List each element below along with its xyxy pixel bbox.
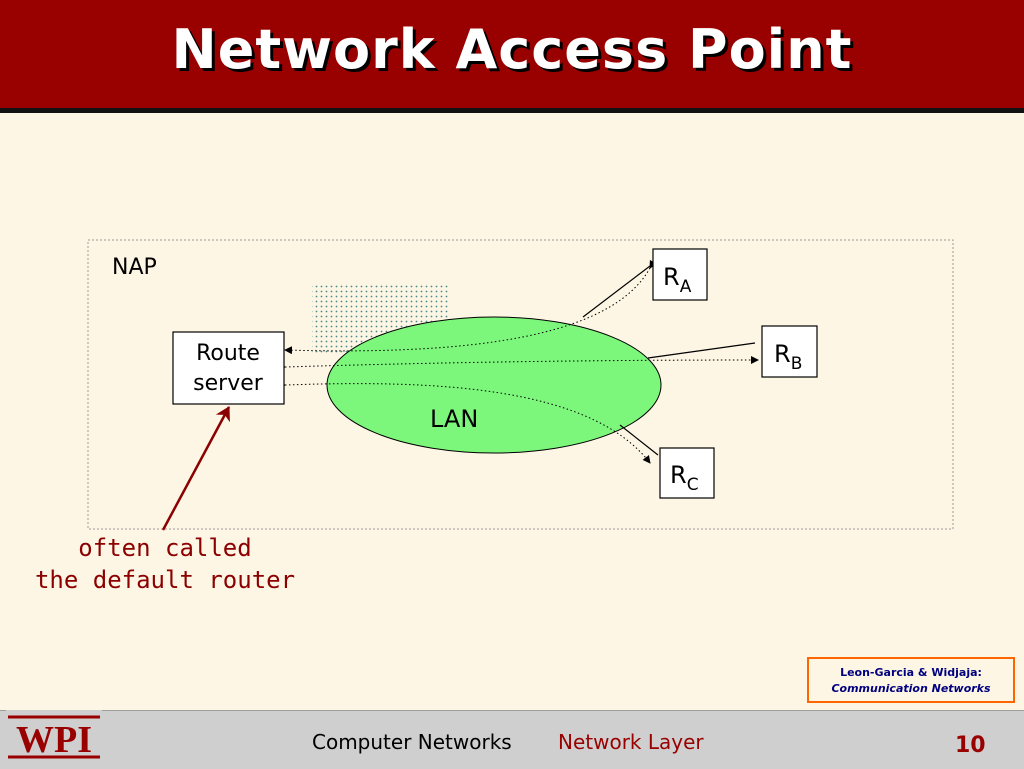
- router-a-label: RA: [663, 263, 692, 297]
- footer-bar: [0, 710, 1024, 769]
- footer-topic: Network Layer: [558, 730, 704, 754]
- nap-boundary: [87, 239, 954, 530]
- route-server-box: [172, 331, 285, 405]
- citation-book: Communication Networks: [831, 682, 991, 695]
- footer-course: Computer Networks: [312, 730, 512, 754]
- router-b-box: [761, 325, 818, 378]
- link-lan-rb: [647, 342, 756, 359]
- route-server-label-line2: server: [193, 371, 264, 396]
- page-number: 10: [955, 733, 986, 758]
- annotation-line2: the default router: [34, 566, 296, 594]
- slide-title: Network Access Point: [171, 18, 853, 81]
- nap-diagram: NAP LAN Route server RA RB RC: [87, 239, 954, 531]
- router-a-box: [652, 248, 708, 301]
- annotation-arrow: [161, 406, 231, 531]
- wpi-logo: WPI: [6, 710, 102, 764]
- lan-ellipse: [326, 316, 662, 454]
- flow-server-rc: [277, 381, 651, 464]
- title-bar: [0, 0, 1024, 108]
- annotation-line1: often called: [78, 534, 252, 562]
- link-lan-ra: [582, 265, 651, 318]
- router-b-label: RB: [774, 340, 802, 374]
- title-underline: [0, 108, 1024, 113]
- annotation-text: often called the default router: [20, 532, 310, 596]
- flow-server-rb: [277, 356, 759, 372]
- wpi-logo-text: WPI: [16, 719, 92, 761]
- lan-label: LAN: [430, 405, 478, 433]
- route-server-label-line1: Route: [196, 341, 260, 366]
- router-c-box: [659, 447, 715, 499]
- citation-authors: Leon-Garcia & Widjaja:: [840, 666, 982, 679]
- citation-box: Leon-Garcia & Widjaja: Communication Net…: [807, 657, 1015, 703]
- nap-label: NAP: [112, 255, 157, 280]
- router-c-label: RC: [670, 461, 699, 495]
